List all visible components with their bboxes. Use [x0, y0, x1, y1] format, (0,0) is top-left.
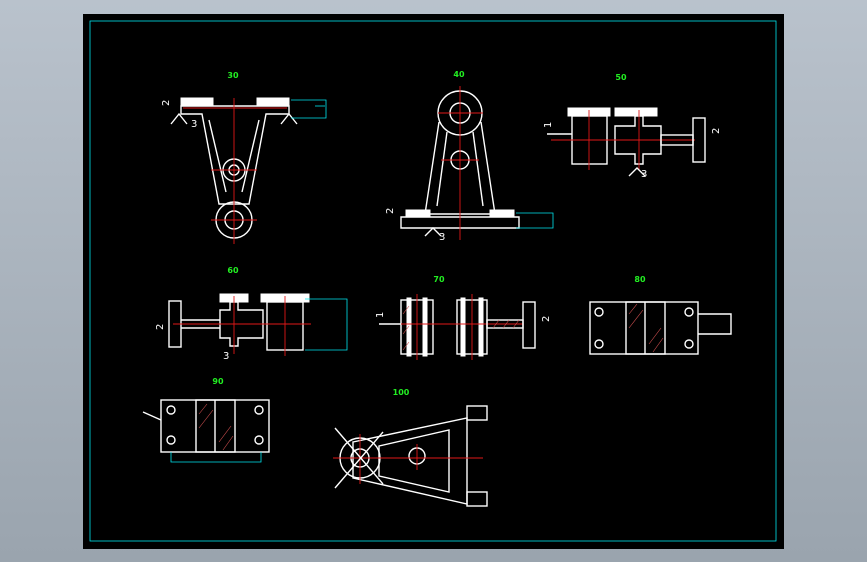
view-label-40: 40	[453, 70, 465, 79]
view-label-70: 70	[433, 275, 445, 284]
view-label-90: 90	[212, 377, 224, 386]
weld-symbol-3b: 3	[439, 232, 445, 243]
view-80: 80	[589, 275, 732, 355]
weld-symbol-2: 2	[161, 100, 172, 106]
view-label-50: 50	[615, 73, 627, 82]
weld-symbol-2c: 2	[711, 128, 722, 134]
view-100: 100	[333, 388, 488, 507]
view-label-80: 80	[634, 275, 646, 284]
view-30: 30 2 3	[161, 71, 327, 244]
weld-symbol-3: 3	[191, 119, 197, 130]
weld-symbol-1b: 1	[375, 312, 386, 318]
view-label-30: 30	[227, 71, 239, 80]
drawing-border	[89, 20, 777, 542]
weld-symbol-2e: 2	[541, 316, 552, 322]
view-label-60: 60	[227, 266, 239, 275]
view-label-100: 100	[393, 388, 410, 397]
weld-symbol-2d: 2	[155, 324, 166, 330]
weld-symbol-3d: 3	[223, 351, 229, 362]
view-60: 60 2 3	[155, 266, 348, 362]
view-90: 90	[142, 377, 270, 463]
view-70: 70 2 1	[375, 275, 552, 360]
cad-drawing: 30 2 3 40 2 3	[89, 20, 777, 542]
weld-symbol-2b: 2	[385, 208, 396, 214]
view-40: 40 2 3	[385, 70, 554, 243]
drawing-canvas[interactable]: 30 2 3 40 2 3	[83, 14, 784, 549]
view-50: 50 2 3 1	[543, 73, 722, 180]
weld-symbol-1: 1	[543, 122, 554, 128]
